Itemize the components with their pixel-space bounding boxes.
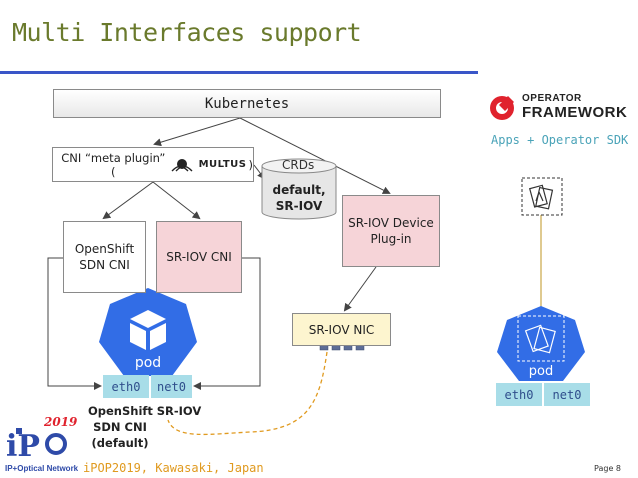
- pod-right-label: pod: [529, 364, 553, 379]
- cni-meta-suffix: ): [248, 157, 254, 172]
- operator-framework-logo-icon: [490, 96, 514, 120]
- operator-sdk-icon: [521, 177, 563, 216]
- title-divider: [0, 71, 478, 74]
- arrow-plugin-to-nic: [343, 266, 377, 312]
- operator-framework-big: FRAMEWORK: [522, 104, 628, 121]
- sriov-nic-box: SR-IOV NIC: [292, 313, 391, 346]
- multus-text: MULTUS: [198, 159, 247, 170]
- cni-meta-plugin-box: CNI “meta plugin” ( MULTUS ): [52, 147, 254, 182]
- arrow-k8s-to-cni: [153, 117, 241, 147]
- operator-framework-logo-spacer: [488, 92, 516, 120]
- crds-label: CRDs: [282, 158, 315, 172]
- ipop-tagline: IP+Optical Network: [5, 464, 78, 473]
- operator-framework-logo: OPERATOR FRAMEWORK: [488, 92, 627, 120]
- multus-logo: MULTUS: [168, 158, 247, 172]
- pod-right-icon: pod: [497, 306, 585, 381]
- caption-openshift-line-3: (default): [91, 436, 149, 450]
- pod-left-icon: pod: [99, 288, 197, 376]
- caption-openshift-sdn: OpenShift SDN CNI (default): [88, 403, 153, 451]
- caption-sriov: SR-IOV: [156, 404, 202, 418]
- pod-left-eth0: eth0: [103, 375, 149, 398]
- ipop-year: 2019: [43, 415, 78, 429]
- operator-framework-small: OPERATOR: [522, 93, 582, 104]
- crds-content: default, SR-IOV: [262, 182, 336, 214]
- pod-left-net0: net0: [151, 375, 192, 398]
- pod-right-net0: net0: [544, 383, 590, 406]
- openshift-cni-line-2: SDN CNI: [79, 258, 130, 272]
- footer-conference: iPOP2019, Kawasaki, Japan: [83, 461, 264, 475]
- arrow-openshift-to-eth0: [47, 257, 102, 390]
- arrow-cni-to-openshift: [102, 181, 154, 220]
- crds-line-2: SR-IOV: [275, 199, 323, 213]
- arrow-cni-to-sriov: [152, 181, 201, 220]
- pod-right-eth0: eth0: [496, 383, 542, 406]
- openshift-sdn-cni-box: OpenShift SDN CNI: [63, 221, 146, 293]
- sriov-plugin-line-1: SR-IOV Device: [348, 216, 434, 230]
- openshift-cni-line-1: OpenShift: [74, 242, 135, 256]
- arrow-sriov-to-net0: [193, 257, 261, 390]
- sriov-device-plugin-box: SR-IOV Device Plug-in: [342, 195, 440, 267]
- ipop-logo: 2019 iP IP+Optical Network: [5, 415, 78, 473]
- kubernetes-box: Kubernetes: [53, 89, 441, 118]
- caption-openshift-line-1: OpenShift: [88, 404, 153, 418]
- sriov-cni-box: SR-IOV CNI: [156, 221, 242, 293]
- caption-openshift-line-2: SDN CNI: [93, 420, 147, 434]
- crds-line-1: default,: [272, 183, 326, 197]
- crds-cylinder-icon: [261, 158, 337, 220]
- sriov-plugin-line-2: Plug-in: [370, 232, 412, 246]
- ipop-letters: iP: [6, 429, 40, 464]
- operator-sdk-subtitle: Apps + Operator SDK: [491, 133, 629, 147]
- pod-left-label: pod: [135, 355, 161, 371]
- page-number: Page 8: [594, 464, 621, 473]
- page-title: Multi Interfaces support: [12, 18, 362, 47]
- dashed-nic-link: [167, 351, 328, 436]
- arrow-k8s-to-plugin: [239, 117, 391, 194]
- cni-meta-prefix: CNI “meta plugin” (: [61, 150, 166, 179]
- multus-octopus-icon: [171, 158, 193, 171]
